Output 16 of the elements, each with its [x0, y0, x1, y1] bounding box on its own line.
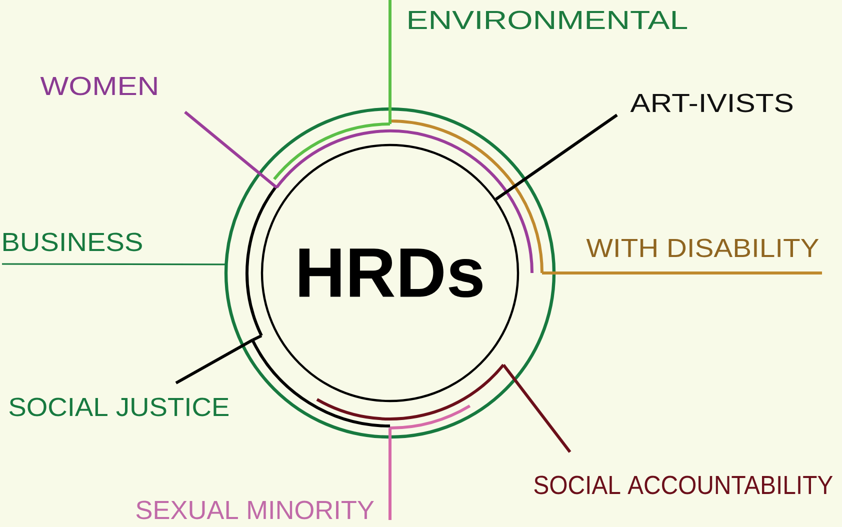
category-label: ART-IVISTS [630, 94, 793, 112]
leader-line [175, 338, 254, 384]
category-label: SOCIAL ACCOUNTABILITY [534, 476, 833, 494]
category-label: SOCIAL JUSTICE [9, 398, 228, 416]
leader-line [495, 114, 618, 200]
category-label: WOMEN [40, 76, 157, 96]
leader-line [502, 364, 572, 453]
category-label: ENVIRONMENTAL [408, 10, 688, 30]
category-label: WITH DISABILITY [586, 238, 819, 258]
category-label: SEXUAL MINORITY [136, 500, 374, 520]
leader-line [388, 428, 392, 520]
leader-line [2, 263, 226, 266]
leader-line [388, 0, 392, 124]
leader-line [184, 110, 278, 189]
leader-line [542, 272, 822, 274]
category-label: BUSINESS [4, 232, 142, 252]
